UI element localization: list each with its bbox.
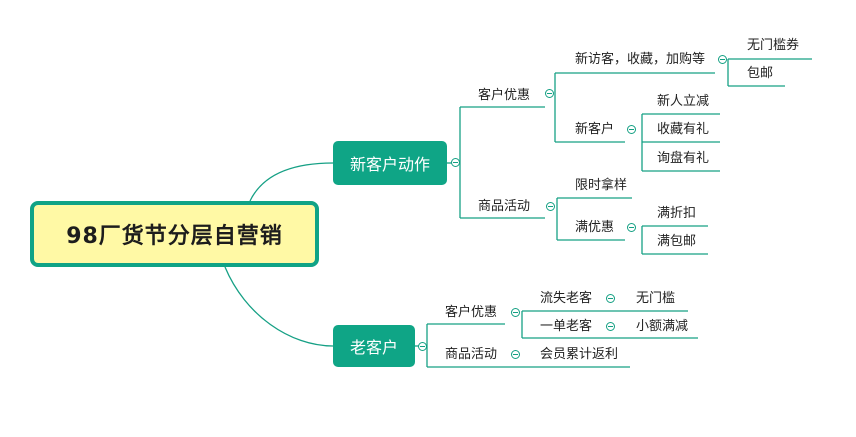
leaf-free-shipping[interactable]: 包邮 bbox=[747, 66, 774, 81]
collapse-toggle-icon[interactable] bbox=[451, 158, 460, 167]
topic-visitors[interactable]: 新访客，收藏，加购等 bbox=[575, 52, 706, 67]
topic-old-product-activity[interactable]: 商品活动 bbox=[445, 347, 498, 362]
topic-limited-sample[interactable]: 限时拿样 bbox=[575, 178, 628, 193]
collapse-toggle-icon[interactable] bbox=[546, 202, 555, 211]
leaf-favorite-gift[interactable]: 收藏有礼 bbox=[657, 122, 710, 137]
topic-full-discount[interactable]: 满优惠 bbox=[575, 220, 615, 235]
topic-new-customer[interactable]: 新客户 bbox=[575, 122, 615, 137]
topic-new-customer-benefit[interactable]: 客户优惠 bbox=[478, 88, 531, 103]
collapse-toggle-icon[interactable] bbox=[718, 55, 727, 64]
leaf-no-threshold-coupon[interactable]: 无门槛券 bbox=[747, 38, 800, 53]
branch-new-customer[interactable]: 新客户动作 bbox=[333, 141, 447, 185]
collapse-toggle-icon[interactable] bbox=[627, 223, 636, 232]
leaf-full-discount-rate[interactable]: 满折扣 bbox=[657, 206, 697, 221]
topic-single-order-customer[interactable]: 一单老客 bbox=[540, 319, 593, 334]
collapse-toggle-icon[interactable] bbox=[511, 350, 520, 359]
collapse-toggle-icon[interactable] bbox=[606, 294, 615, 303]
collapse-toggle-icon[interactable] bbox=[627, 125, 636, 134]
leaf-small-full-reduction[interactable]: 小额满减 bbox=[636, 319, 689, 334]
collapse-toggle-icon[interactable] bbox=[418, 342, 427, 351]
leaf-full-free-shipping[interactable]: 满包邮 bbox=[657, 234, 697, 249]
leaf-inquiry-gift[interactable]: 询盘有礼 bbox=[657, 151, 710, 166]
collapse-toggle-icon[interactable] bbox=[606, 322, 615, 331]
leaf-no-threshold[interactable]: 无门槛 bbox=[636, 291, 676, 306]
topic-new-product-activity[interactable]: 商品活动 bbox=[478, 199, 531, 214]
leaf-member-rebate[interactable]: 会员累计返利 bbox=[540, 347, 619, 362]
branch-old-customer[interactable]: 老客户 bbox=[333, 325, 415, 367]
leaf-new-user-discount[interactable]: 新人立减 bbox=[657, 94, 710, 109]
collapse-toggle-icon[interactable] bbox=[511, 308, 520, 317]
topic-lost-customer[interactable]: 流失老客 bbox=[540, 291, 593, 306]
root-topic[interactable]: 98厂货节分层自营销 bbox=[30, 201, 319, 267]
collapse-toggle-icon[interactable] bbox=[545, 89, 554, 98]
topic-old-customer-benefit[interactable]: 客户优惠 bbox=[445, 305, 498, 320]
